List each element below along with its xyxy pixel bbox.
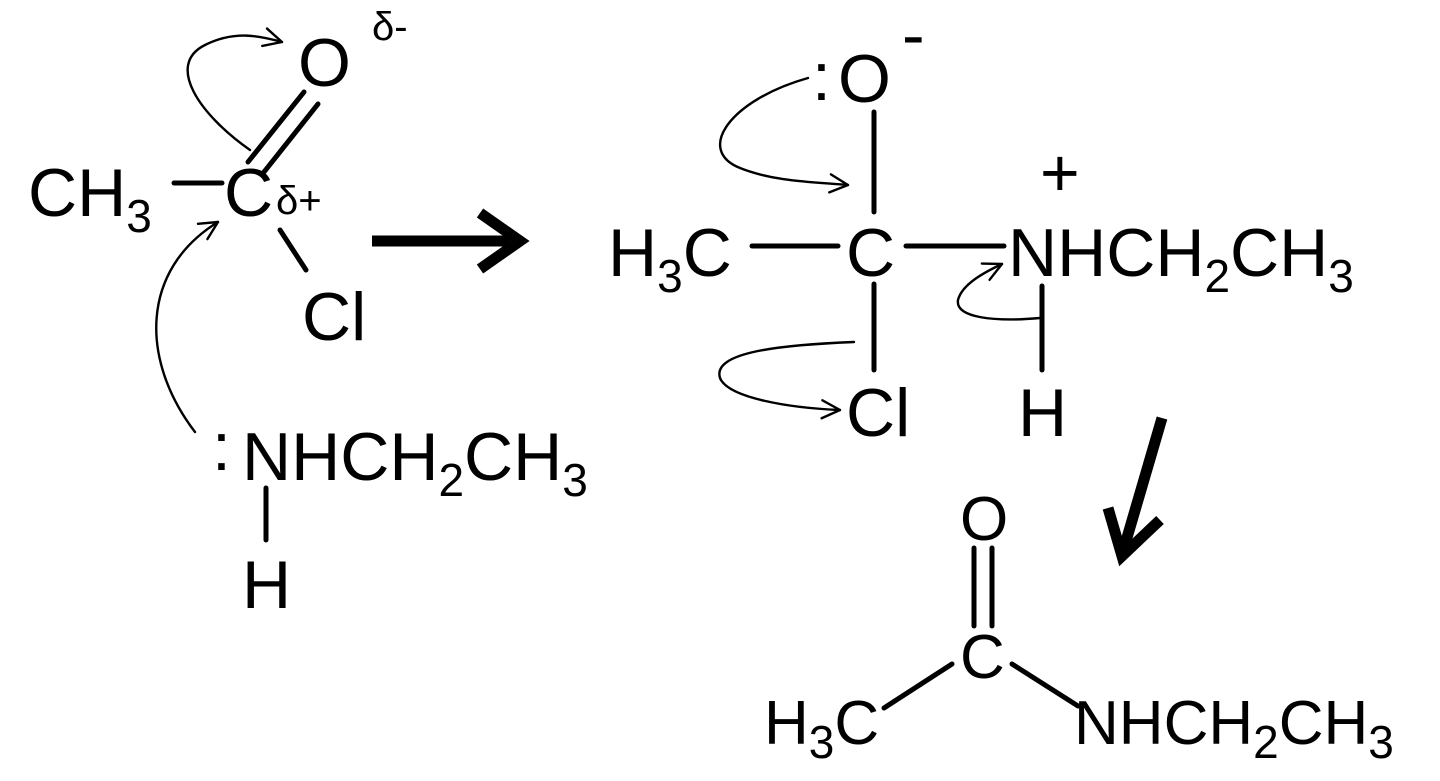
reactant-amine-lone-pair: :: [212, 409, 231, 485]
tetrahedral-intermediate: : O - H3C C + NHCH2CH3 Cl H: [608, 0, 1354, 451]
reactant-amine-formula: NHCH2CH3: [242, 419, 588, 506]
curly-arrow-nh-deprotonation: [956, 262, 1042, 321]
second-reaction-arrow: [1102, 416, 1168, 567]
intermediate-oxygen-lone-pair: :: [812, 39, 831, 115]
product-carbon: C: [960, 623, 1005, 692]
curly-arrow-pi-to-oxygen: [186, 27, 284, 152]
reactant-carbonyl-carbon: C: [224, 155, 273, 231]
curly-arrow-amine-attack: [155, 220, 220, 434]
intermediate-oxygen-charge: -: [902, 0, 925, 73]
intermediate-nitrogen-charge: +: [1040, 135, 1080, 211]
reactant-methyl: CH3: [28, 155, 152, 242]
product-methyl-bond: [881, 661, 955, 711]
reactant-ccl-bond: [277, 227, 309, 273]
product-amide-formula: NHCH2CH3: [1074, 689, 1394, 768]
reactant-acyl-chloride: O δ- CH3 C δ+ Cl: [28, 5, 408, 355]
product-methyl: H3C: [764, 689, 879, 768]
reactant-amine-lower-h: H: [242, 547, 291, 623]
reactant-chlorine: Cl: [302, 279, 366, 355]
intermediate-lower-h: H: [1018, 375, 1067, 451]
reactant-carbon-partial-charge: δ+: [276, 179, 322, 223]
reactant-oxygen: O: [298, 25, 351, 101]
reactant-co-double-bond-1: [245, 89, 307, 165]
intermediate-central-carbon: C: [846, 215, 895, 291]
intermediate-oxygen: O: [838, 41, 891, 117]
reactant-co-double-bond-2: [261, 101, 321, 175]
forward-reaction-arrow: [372, 208, 530, 274]
product-oxygen: O: [960, 485, 1008, 554]
curly-arrow-chloride-leaves: [718, 340, 856, 420]
product-cn-bond: [1009, 661, 1081, 709]
product-amide: O C H3C NHCH2CH3: [764, 485, 1394, 768]
intermediate-methyl: H3C: [608, 215, 732, 302]
reactant-ethylamine: : NHCH2CH3 H: [212, 409, 588, 623]
reactant-oxygen-partial-charge: δ-: [372, 5, 408, 49]
intermediate-ammonium-formula: NHCH2CH3: [1008, 215, 1354, 302]
intermediate-chlorine: Cl: [846, 375, 910, 451]
curly-arrow-oxygen-reforms-pi: [718, 76, 850, 194]
